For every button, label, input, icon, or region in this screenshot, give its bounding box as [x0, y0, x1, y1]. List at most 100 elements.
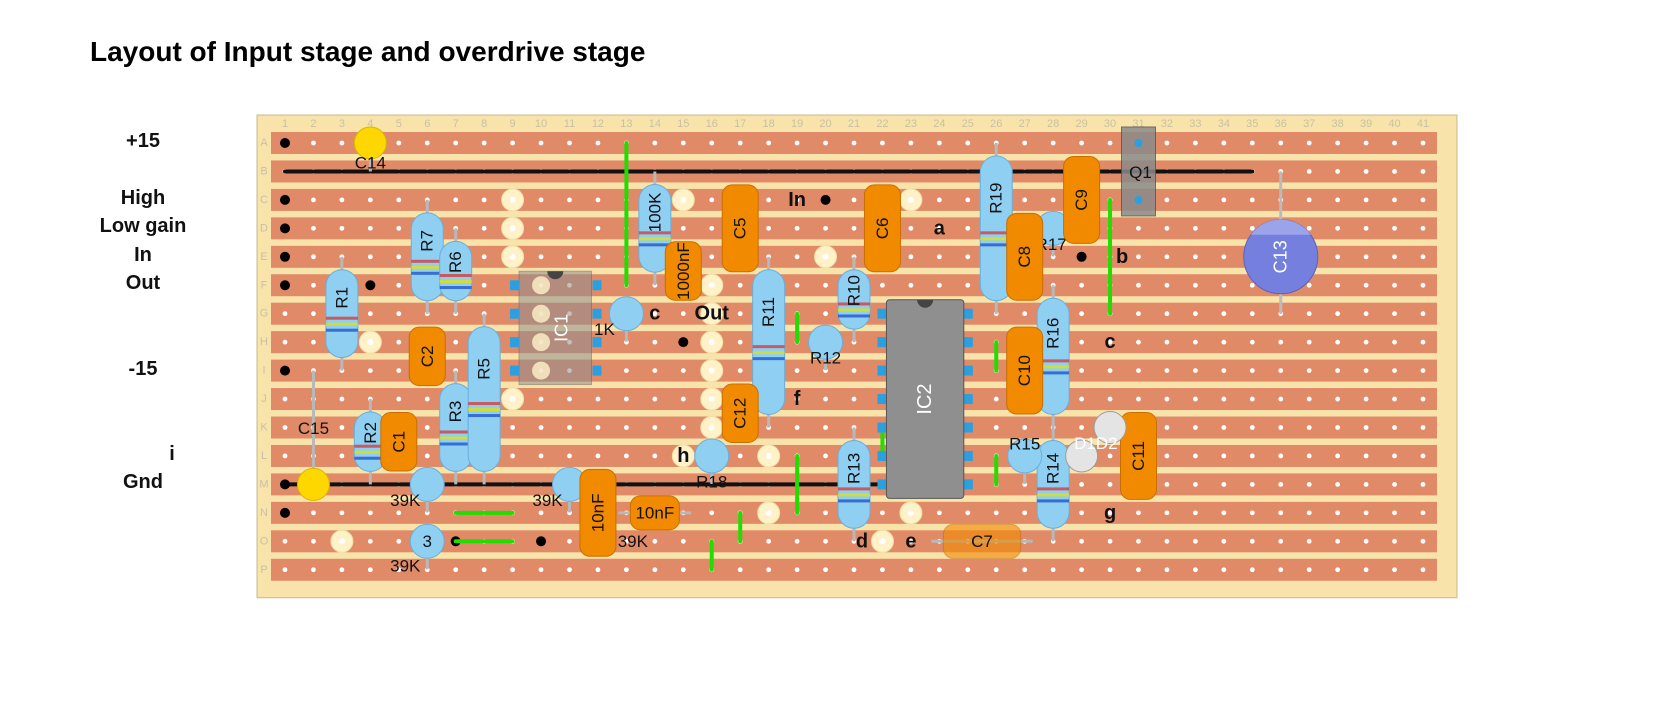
hole — [1335, 169, 1341, 174]
hole — [1193, 225, 1198, 231]
connection-dot — [820, 194, 831, 205]
hole — [794, 567, 800, 573]
hole — [1335, 368, 1341, 373]
hole — [282, 538, 288, 544]
hole — [1221, 482, 1227, 487]
connection-dot — [365, 280, 376, 291]
hole — [880, 567, 885, 573]
column-number: 25 — [962, 118, 974, 130]
resistor-band — [838, 308, 870, 312]
capacitor: C5 — [721, 184, 759, 273]
hole — [766, 567, 772, 573]
hole — [282, 311, 288, 317]
row-letter: A — [260, 137, 268, 149]
hole — [538, 140, 544, 146]
side-label: High — [120, 186, 166, 209]
capacitor-label: 1000nF — [674, 242, 693, 300]
resistor-label: 100K — [645, 192, 664, 232]
hole — [538, 510, 544, 516]
hole — [993, 510, 999, 516]
hole — [1022, 425, 1028, 430]
hole — [680, 311, 686, 317]
hole — [396, 510, 402, 516]
hole — [367, 311, 373, 317]
capacitor: C9 — [1063, 155, 1101, 244]
ic2-pin — [962, 365, 973, 376]
hole — [652, 140, 658, 146]
hole — [1022, 197, 1028, 203]
column-number: 39 — [1360, 118, 1372, 130]
resistor-band — [1037, 365, 1070, 369]
connection-dot — [280, 365, 290, 376]
hole — [907, 509, 914, 516]
hole — [851, 368, 857, 373]
hole — [1278, 510, 1284, 516]
hole — [1363, 567, 1369, 573]
capacitor-label: C1 — [389, 431, 408, 453]
hole — [1420, 396, 1426, 402]
hole — [908, 538, 914, 544]
capacitor-label: C2 — [418, 346, 437, 368]
hole — [823, 453, 828, 459]
hole — [1392, 368, 1397, 373]
column-number: 35 — [1246, 118, 1258, 130]
hole — [339, 197, 345, 203]
ic2-pin — [877, 365, 888, 376]
hole — [1420, 453, 1426, 459]
hole — [396, 282, 402, 288]
hole — [1193, 254, 1198, 260]
ic1: IC1 — [510, 270, 602, 386]
hole — [823, 225, 828, 231]
hole — [367, 254, 373, 260]
ic1-cut — [532, 276, 551, 295]
capacitor-body — [1063, 155, 1101, 244]
resistor-band — [411, 259, 444, 263]
side-label: Low gain — [99, 215, 187, 238]
column-number: 40 — [1388, 118, 1400, 130]
hole — [1079, 140, 1084, 146]
hole — [1107, 538, 1113, 544]
hole — [1306, 368, 1312, 373]
hole — [1335, 567, 1341, 573]
hole — [1164, 453, 1170, 459]
upright-resistor: R17 — [1036, 210, 1071, 257]
hole — [794, 254, 800, 260]
hole — [1193, 282, 1198, 288]
hole — [1022, 567, 1028, 573]
hole — [595, 225, 601, 231]
hole — [396, 311, 402, 317]
resistor-band — [638, 231, 671, 235]
hole — [1392, 396, 1397, 402]
hole — [1022, 140, 1028, 146]
hole — [709, 510, 715, 516]
hole — [1420, 482, 1426, 487]
hole — [595, 425, 601, 430]
column-number: 37 — [1303, 118, 1315, 130]
ceramic-capacitor: C15 — [296, 370, 330, 501]
upright-resistor: 1K — [594, 296, 644, 342]
hole — [1164, 396, 1170, 402]
hole — [538, 453, 544, 459]
hole — [1306, 538, 1312, 544]
hole — [680, 140, 686, 146]
capacitor-body — [863, 184, 901, 273]
hole — [1221, 425, 1227, 430]
net-label: d — [856, 530, 868, 552]
hole — [1363, 368, 1369, 373]
side-label: -15 — [128, 357, 158, 380]
hole — [1249, 311, 1255, 317]
hole — [1392, 482, 1397, 487]
hole — [282, 567, 288, 573]
hole — [1107, 140, 1113, 146]
capacitor-body — [1120, 412, 1157, 500]
hole — [567, 140, 572, 146]
hole — [823, 510, 828, 516]
hole — [1050, 197, 1056, 203]
hole — [794, 197, 800, 203]
q1-label: Q1 — [1129, 163, 1152, 182]
resistor-band — [1037, 359, 1070, 363]
hole — [1363, 538, 1369, 544]
upright-resistor: R18 — [694, 438, 730, 491]
upright-resistor: R12 — [808, 324, 844, 371]
hole — [339, 453, 345, 459]
